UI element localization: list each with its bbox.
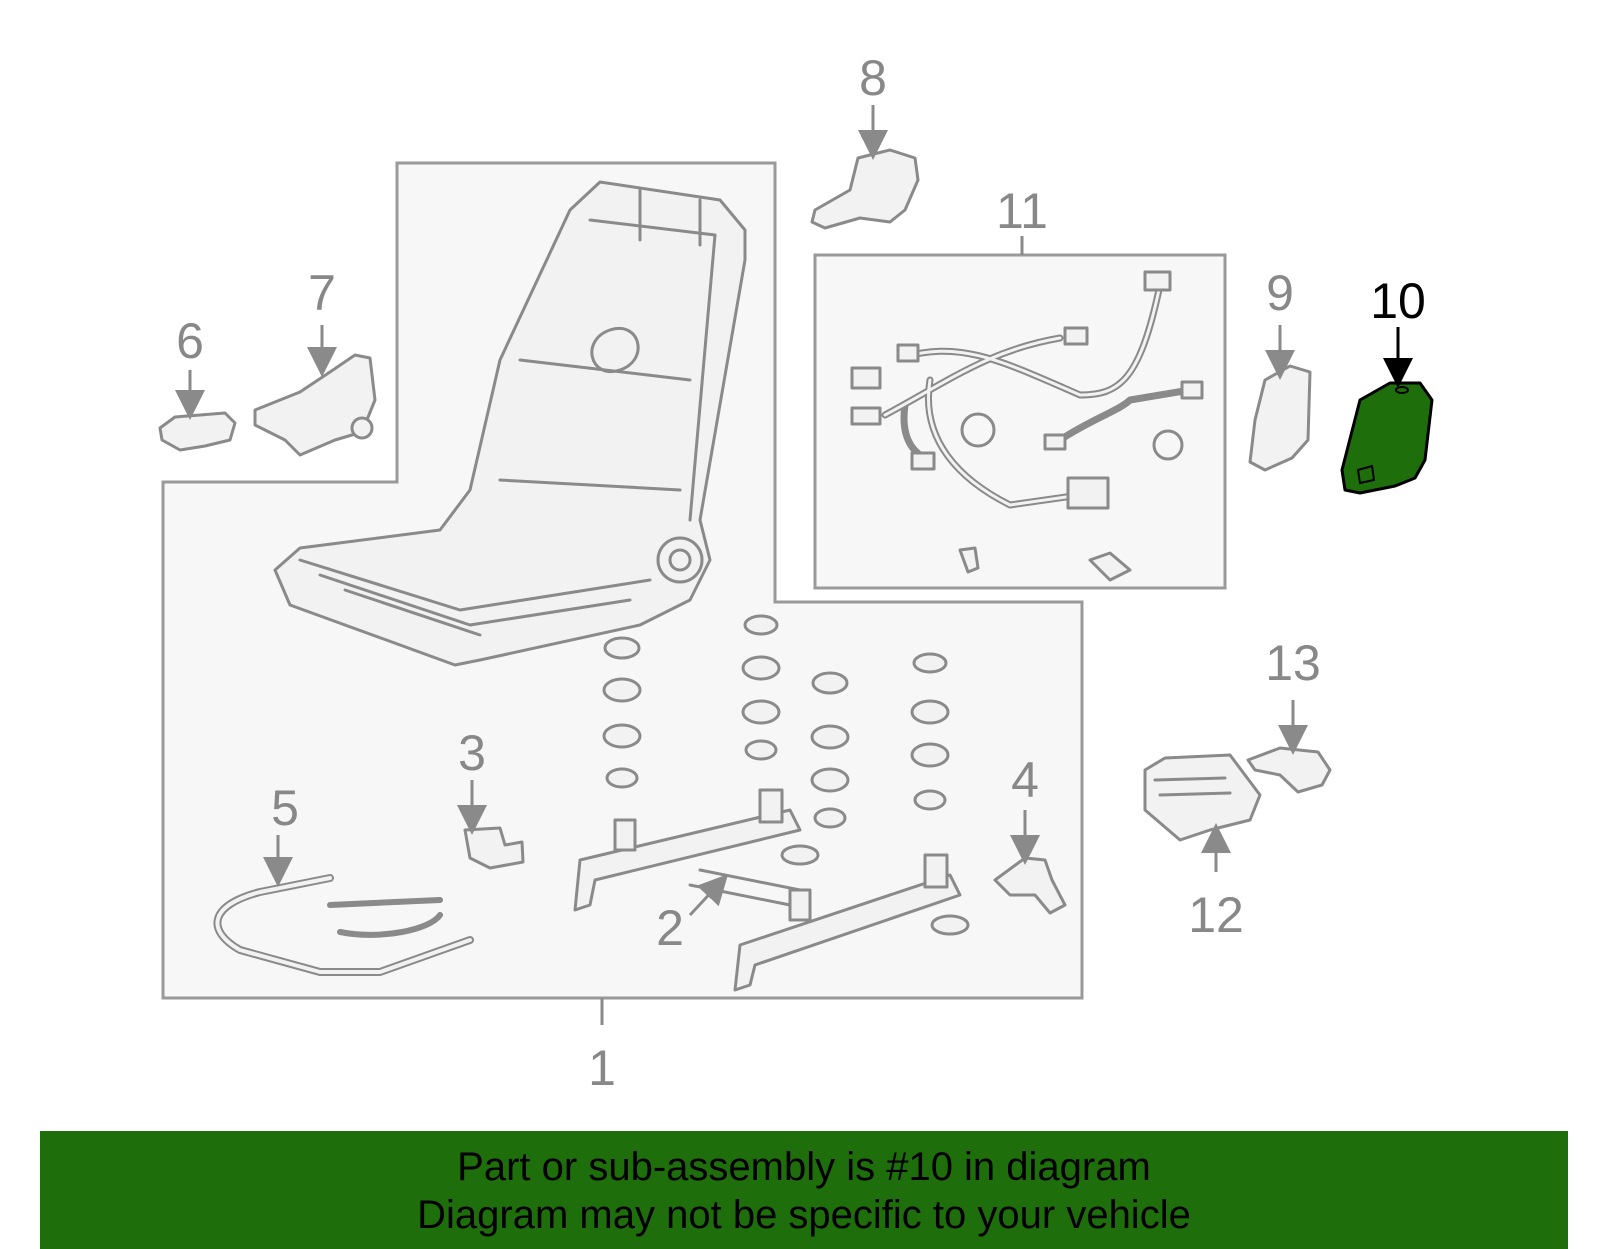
cover-part-9 — [1248, 364, 1312, 472]
seat-frame — [273, 180, 747, 667]
wire-harness-part-11 — [850, 270, 1204, 582]
wire-part-5 — [213, 874, 474, 976]
cover-part-10[interactable] — [1340, 381, 1434, 495]
callout-1: 1 — [588, 1040, 616, 1096]
callout-3: 3 — [458, 725, 486, 781]
callout-2: 2 — [656, 900, 684, 956]
cover-part-6 — [158, 411, 237, 452]
seat-track — [573, 788, 970, 992]
clip-part-3 — [463, 826, 525, 870]
callout-10: 10 — [1370, 273, 1426, 329]
callout-9: 9 — [1266, 265, 1294, 321]
banner-line-2: Diagram may not be specific to your vehi… — [417, 1193, 1191, 1237]
callout-12: 12 — [1188, 887, 1244, 943]
module-part-12 — [1143, 753, 1262, 842]
callout-4: 4 — [1011, 752, 1039, 808]
callout-11: 11 — [996, 183, 1048, 239]
callout-7: 7 — [308, 265, 336, 321]
callout-6: 6 — [176, 313, 204, 369]
leader-arrows — [175, 105, 1413, 1025]
callout-13: 13 — [1265, 635, 1321, 691]
cover-part-13 — [1246, 746, 1332, 794]
callout-8: 8 — [859, 50, 887, 106]
callout-5: 5 — [271, 780, 299, 836]
info-banner: Part or sub-assembly is #10 in diagram D… — [40, 1131, 1568, 1249]
banner-line-1: Part or sub-assembly is #10 in diagram — [457, 1145, 1151, 1189]
cover-part-8 — [810, 148, 920, 230]
grommet-stack — [602, 614, 950, 829]
cover-part-7 — [253, 353, 377, 457]
